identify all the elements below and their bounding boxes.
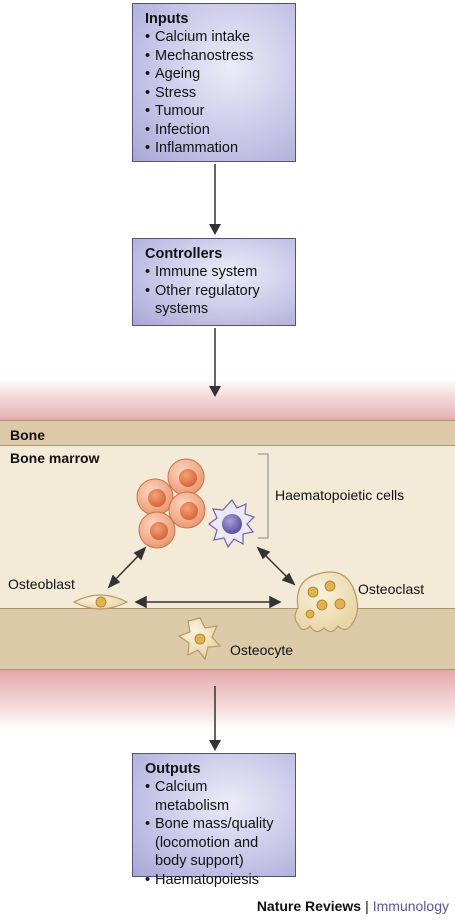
vessel-lower bbox=[0, 670, 455, 730]
list-item: Mechanostress bbox=[145, 47, 285, 66]
list-item: Bone mass/quality (locomotion and body s… bbox=[145, 815, 285, 871]
list-item: Haematopoiesis bbox=[145, 871, 285, 890]
osteocyte-label: Osteocyte bbox=[230, 642, 294, 658]
list-item: Immune system bbox=[145, 263, 285, 282]
list-item: Inflammation bbox=[145, 139, 285, 158]
haematopoietic-bracket bbox=[258, 453, 269, 539]
journal-separator: | bbox=[365, 898, 369, 914]
osteoblast-label: Osteoblast bbox=[8, 576, 75, 592]
arrow-inputs-to-controllers bbox=[209, 164, 221, 235]
osteoblast-cell bbox=[72, 594, 129, 610]
outputs-title: Outputs bbox=[145, 761, 201, 777]
outputs-list: Calcium metabolism Bone mass/quality (lo… bbox=[145, 778, 285, 889]
list-item: Calcium intake bbox=[145, 28, 285, 47]
purple-spiky-cell bbox=[208, 499, 256, 549]
bone-section bbox=[0, 378, 455, 730]
inputs-list: Calcium intake Mechanostress Ageing Stre… bbox=[145, 28, 285, 158]
osteoclast-label: Osteoclast bbox=[358, 581, 425, 597]
bone-label: Bone bbox=[10, 427, 45, 443]
osteoclast-cell bbox=[294, 571, 359, 633]
list-item: Tumour bbox=[145, 102, 285, 121]
bone-cells-illustration bbox=[72, 453, 359, 661]
arrow-controllers-to-bone bbox=[209, 328, 221, 397]
osteocyte-cell bbox=[177, 617, 222, 661]
controllers-box: Controllers Immune system Other regulato… bbox=[132, 238, 296, 326]
inputs-box: Inputs Calcium intake Mechanostress Agei… bbox=[132, 3, 296, 162]
list-item: Ageing bbox=[145, 65, 285, 84]
journal-section: Immunology bbox=[372, 898, 449, 914]
list-item: Stress bbox=[145, 84, 285, 103]
journal-name: Nature Reviews bbox=[256, 898, 362, 914]
controllers-title: Controllers bbox=[145, 246, 223, 262]
list-item: Other regulatory systems bbox=[145, 282, 285, 319]
haematopoietic-cells bbox=[136, 458, 206, 549]
arrow-bone-to-outputs bbox=[209, 686, 221, 751]
interaction-arrows bbox=[107, 546, 296, 609]
outputs-box: Outputs Calcium metabolism Bone mass/qua… bbox=[132, 753, 296, 889]
inputs-title: Inputs bbox=[145, 11, 189, 27]
bone-layer-top bbox=[0, 420, 455, 446]
bone-layer-bottom bbox=[0, 608, 455, 670]
list-item: Calcium metabolism bbox=[145, 778, 285, 815]
journal-credit: Nature Reviews|Immunology bbox=[257, 898, 449, 914]
bone-marrow-label: Bone marrow bbox=[10, 450, 100, 466]
haematopoietic-label: Haematopoietic cells bbox=[275, 487, 405, 503]
list-item: Infection bbox=[145, 121, 285, 140]
controllers-list: Immune system Other regulatory systems bbox=[145, 263, 285, 319]
